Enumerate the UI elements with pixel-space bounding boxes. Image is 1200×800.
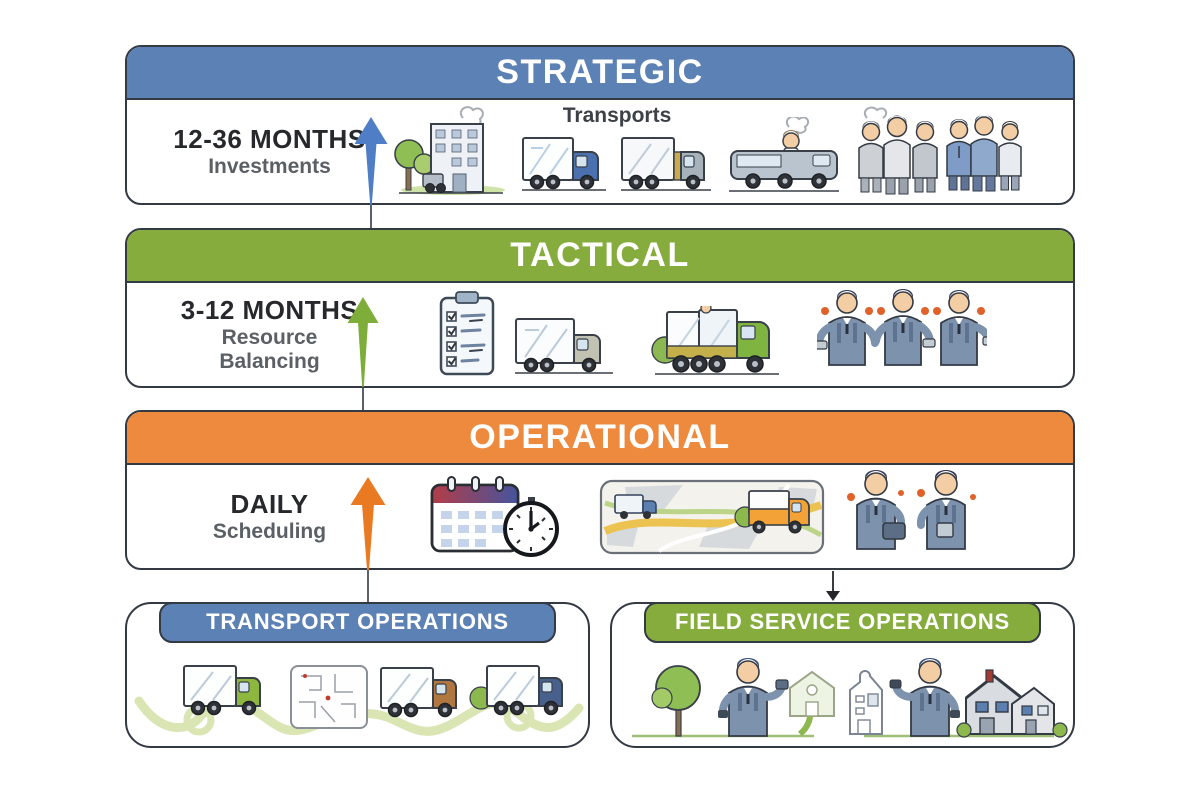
field-service-operations-header: FIELD SERVICE OPERATIONS <box>644 601 1041 643</box>
dispatcher-duo-icon <box>847 470 976 550</box>
tactical-body: 3-12 MONTHS Resource Balancing <box>127 283 1073 385</box>
sketched-house-icon <box>789 670 835 737</box>
route-sketch-map-icon <box>290 665 368 729</box>
gray-box-truck-icon <box>515 318 613 374</box>
gray-house-icon <box>956 669 1068 738</box>
driver-van-icon <box>729 117 839 192</box>
transport-operations-box: TRANSPORT OPERATIONS <box>125 601 590 748</box>
tactical-focus-line2: Balancing <box>219 349 320 373</box>
operational-focus: Scheduling <box>212 519 327 543</box>
checklist-clipboard-icon <box>439 291 495 376</box>
outlined-house-icon <box>849 670 883 735</box>
tactical-header: TACTICAL <box>127 230 1073 283</box>
staff-group-gray-icon <box>858 106 938 195</box>
operational-body: DAILY Scheduling <box>127 465 1073 567</box>
band-tactical: TACTICAL 3-12 MONTHS Resource Balancing <box>125 228 1075 388</box>
strategic-header: STRATEGIC <box>127 47 1073 100</box>
green-truck-icon <box>651 306 779 375</box>
strategic-timeframe: 12-36 MONTHS <box>173 123 366 154</box>
operational-timeframe: DAILY <box>230 488 309 519</box>
field-technician-right-icon <box>889 658 960 737</box>
blue-cab-truck-icon <box>469 665 563 716</box>
operational-label: DAILY Scheduling <box>152 465 387 567</box>
strategic-label: 12-36 MONTHS Investments <box>152 100 387 202</box>
strategic-title: STRATEGIC <box>496 53 704 91</box>
strategic-body: 12-36 MONTHS Investments Transports <box>127 100 1073 202</box>
depot-building-icon <box>394 106 505 195</box>
tactical-focus-line1: Resource <box>221 325 318 349</box>
brown-cab-truck-icon <box>380 667 457 718</box>
calendar-clock-icon <box>430 476 559 557</box>
transport-operations-title: TRANSPORT OPERATIONS <box>206 609 509 634</box>
route-map-icon <box>599 479 825 555</box>
tactical-label: 3-12 MONTHS Resource Balancing <box>152 283 387 385</box>
field-service-down-arrow <box>826 571 840 601</box>
field-service-illustration <box>632 658 1068 738</box>
operational-header: OPERATIONAL <box>127 412 1073 465</box>
field-service-operations-box: FIELD SERVICE OPERATIONS <box>610 601 1075 748</box>
transport-operations-header: TRANSPORT OPERATIONS <box>159 601 556 643</box>
tactical-title: TACTICAL <box>510 236 690 274</box>
tree-icon <box>651 665 701 737</box>
green-cab-truck-icon <box>183 665 261 716</box>
map-orange-truck-icon <box>734 490 810 534</box>
operational-title: OPERATIONAL <box>469 418 731 456</box>
tactical-timeframe: 3-12 MONTHS <box>180 294 359 325</box>
technician-trio-icon <box>817 289 987 366</box>
staff-group-blue-icon <box>946 115 1022 192</box>
band-operational: OPERATIONAL DAILY Scheduling <box>125 410 1075 570</box>
two-tone-box-truck-icon <box>621 137 711 191</box>
field-service-operations-title: FIELD SERVICE OPERATIONS <box>675 609 1010 634</box>
transport-route-illustration <box>134 665 584 736</box>
blue-box-truck-icon <box>522 137 606 191</box>
strategic-focus: Investments <box>208 154 331 178</box>
map-blue-truck-icon <box>614 494 657 519</box>
field-technician-left-icon <box>718 658 789 737</box>
band-strategic: STRATEGIC 12-36 MONTHS Investments Trans… <box>125 45 1075 205</box>
transports-caption: Transports <box>562 104 672 127</box>
